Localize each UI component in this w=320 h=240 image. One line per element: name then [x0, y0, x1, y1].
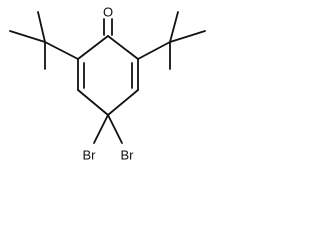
right-tert-butyl-methyl-right — [169, 30, 206, 43]
left-bromine-bond — [93, 114, 109, 144]
bond-c3-c4 — [107, 89, 139, 116]
molecule-diagram: O Br Br — [9, 4, 206, 162]
right-tert-butyl-bond — [137, 41, 171, 60]
right-tert-butyl-methyl-top — [169, 11, 179, 43]
bromine-left-label: Br — [83, 147, 97, 162]
bromine-right-label: Br — [121, 147, 135, 162]
bond-c4-c5 — [77, 89, 109, 116]
bond-c6-c1 — [77, 35, 109, 60]
left-tert-butyl-bond — [44, 41, 79, 60]
left-tert-butyl-methyl-left — [9, 30, 46, 43]
right-bromine-bond — [107, 114, 123, 144]
left-tert-butyl-methyl-top — [37, 11, 46, 43]
oxygen-label: O — [103, 4, 113, 19]
bond-c1-c2 — [107, 35, 139, 60]
chemical-structure-canvas: O Br Br — [0, 0, 216, 172]
